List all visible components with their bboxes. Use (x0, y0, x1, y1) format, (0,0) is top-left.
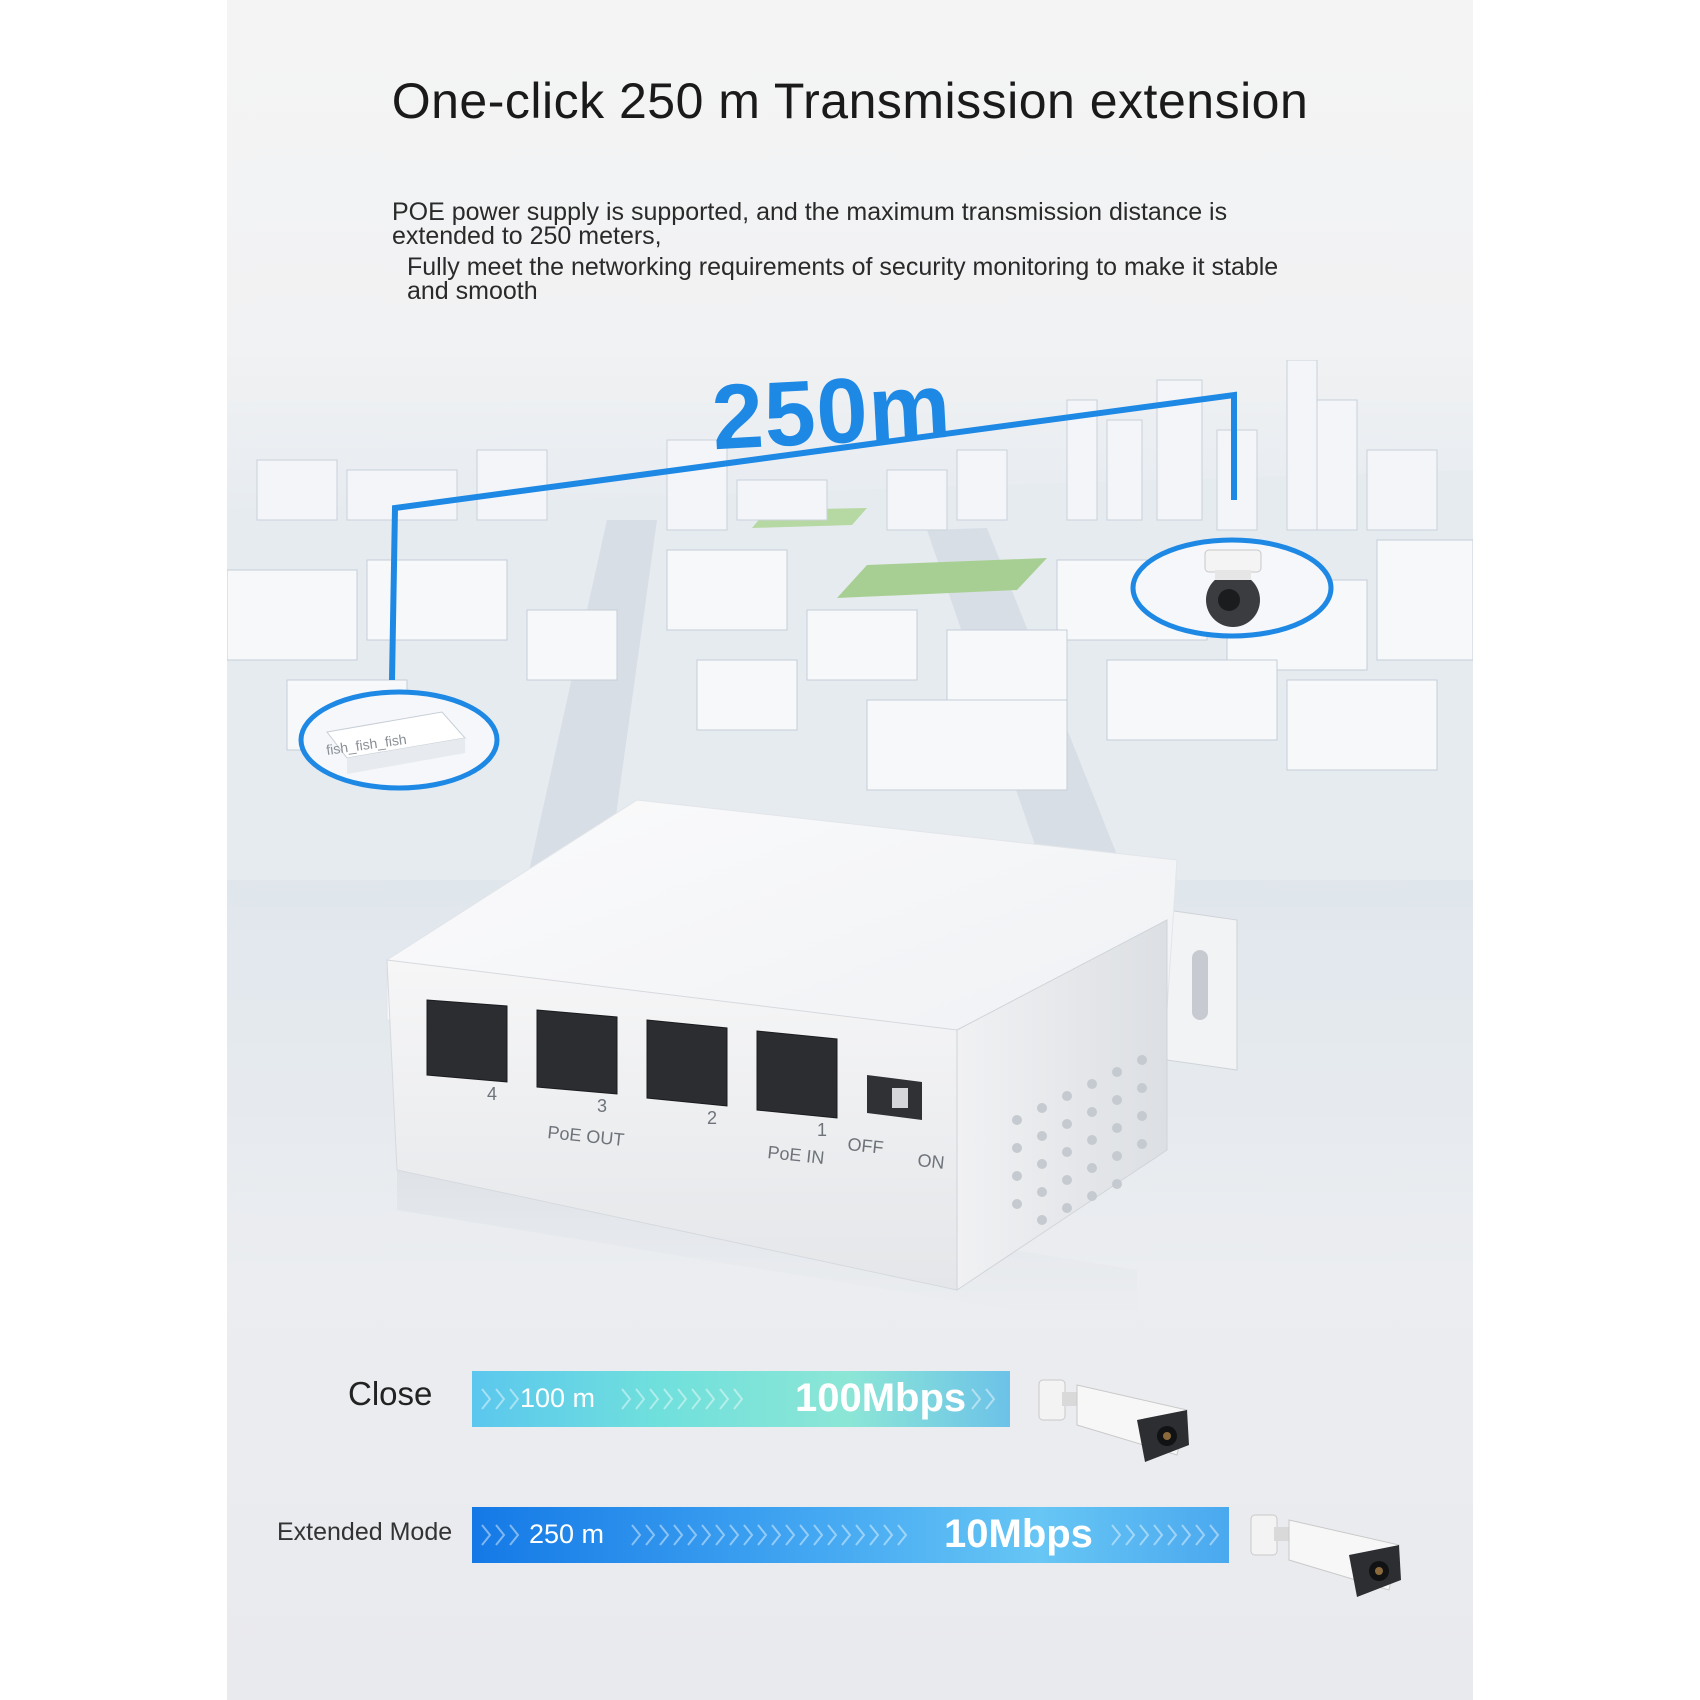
switch-off-label: OFF (847, 1134, 885, 1158)
city-background: fish_fish_fish (227, 360, 1473, 880)
close-mode-speed: 100Mbps (795, 1376, 967, 1420)
port-label-1: 1 (817, 1120, 827, 1140)
port-label-2: 2 (707, 1108, 717, 1128)
port-label-4: 4 (487, 1084, 497, 1104)
product-poster: One-click 250 m Transmission extension P… (227, 0, 1473, 1700)
bullet-camera-icon (1038, 1379, 1189, 1462)
extended-mode-speed: 10Mbps (944, 1512, 1093, 1556)
close-mode-distance: 100 m (520, 1383, 596, 1413)
extended-mode-distance: 250 m (529, 1519, 605, 1549)
close-mode-bar: 100 m 100Mbps (472, 1371, 1010, 1427)
dome-camera-icon (1204, 549, 1262, 627)
ethernet-ports (426, 999, 838, 1119)
page-title: One-click 250 m Transmission extension (391, 73, 1309, 129)
bullet-camera-icon (1250, 1514, 1401, 1597)
close-mode-label: Close (348, 1375, 433, 1412)
extended-mode-bar: 250 m 10Mbps (472, 1507, 1229, 1563)
chevron-pattern (481, 1388, 996, 1410)
port-label-3: 3 (597, 1096, 607, 1116)
chevron-pattern (481, 1524, 1220, 1546)
extended-mode-label: Extended Mode (277, 1518, 453, 1546)
poe-extender-device: 4 3 2 1 PoE OUT PoE IN OFF ON (386, 799, 1238, 1310)
description-line-1: POE power supply is supported, and the m… (392, 198, 1228, 250)
distance-label: 250m (709, 354, 954, 470)
description-line-2: Fully meet the networking requirements o… (407, 253, 1279, 305)
switch-on-label: ON (917, 1150, 946, 1173)
